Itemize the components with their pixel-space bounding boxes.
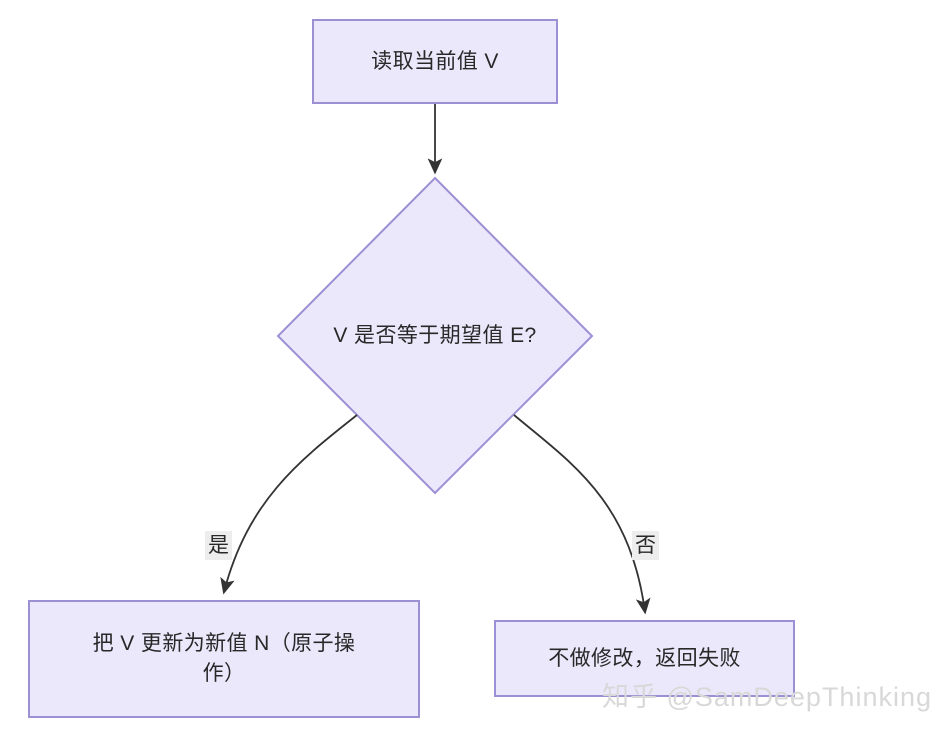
edge-decision-to-fail xyxy=(513,414,651,615)
edge-label-yes: 是 xyxy=(205,531,232,561)
node-no-change-fail-label: 不做修改，返回失败 xyxy=(548,646,741,670)
node-decision-compare-label: V 是否等于期望值 E? xyxy=(333,324,537,348)
edge-decision-to-success xyxy=(220,414,358,595)
node-read-current-value-label: 读取当前值 V xyxy=(371,49,499,73)
node-no-change-fail[interactable]: 不做修改，返回失败 xyxy=(494,620,795,697)
node-update-value-label: 把 V 更新为新值 N（原子操 作） xyxy=(92,632,356,685)
node-decision-compare[interactable]: V 是否等于期望值 E? xyxy=(278,178,592,494)
edge-label-no: 否 xyxy=(632,531,659,561)
node-read-current-value[interactable]: 读取当前值 V xyxy=(312,19,558,104)
decision-diamond-shape xyxy=(276,176,594,495)
node-update-value[interactable]: 把 V 更新为新值 N（原子操 作） xyxy=(28,600,420,718)
